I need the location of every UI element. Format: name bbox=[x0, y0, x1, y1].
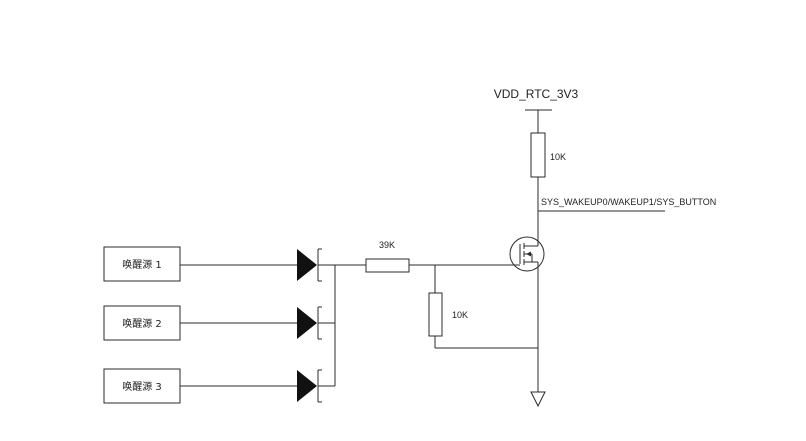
series-resistor bbox=[365, 258, 410, 273]
wakeup-source-3: 唤醒源 3 bbox=[103, 368, 335, 404]
diode-3 bbox=[297, 370, 317, 402]
pullup-resistor-value: 10K bbox=[550, 152, 566, 162]
wakeup-source-2: 唤醒源 2 bbox=[103, 305, 335, 341]
pulldown-resistor-value: 10K bbox=[452, 310, 468, 320]
wakeup-source-1: 唤醒源 1 bbox=[103, 246, 335, 282]
wakeup-source-label-3: 唤醒源 3 bbox=[122, 380, 162, 393]
diode-1 bbox=[297, 249, 317, 281]
series-resistor-value: 39K bbox=[379, 240, 395, 250]
nmos-transistor bbox=[509, 236, 545, 272]
diode-2 bbox=[297, 307, 317, 339]
mosfet-arrow bbox=[526, 251, 531, 257]
signal-net-label: SYS_WAKEUP0/WAKEUP1/SYS_BUTTON bbox=[541, 197, 716, 207]
pullup-resistor bbox=[530, 132, 546, 178]
wakeup-source-label-2: 唤醒源 2 bbox=[122, 317, 162, 330]
vdd-rtc-label: VDD_RTC_3V3 bbox=[494, 87, 579, 101]
wakeup-source-box-3 bbox=[103, 368, 181, 404]
ground-symbol bbox=[530, 391, 546, 408]
wakeup-source-box-1 bbox=[103, 246, 181, 282]
pulldown-resistor bbox=[428, 292, 443, 337]
wakeup-source-label-1: 唤醒源 1 bbox=[122, 258, 162, 271]
